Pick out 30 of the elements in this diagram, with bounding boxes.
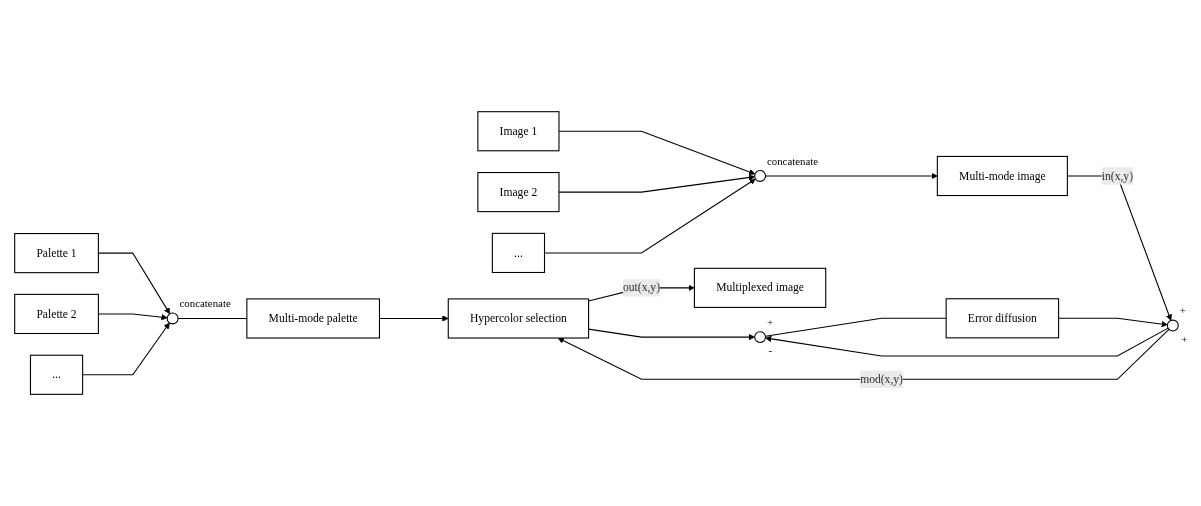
annotation-text: concatenate (179, 297, 231, 310)
node-circle (753, 169, 766, 182)
annotation-text: + (766, 315, 773, 328)
node-box: Hypercolor selection (447, 298, 589, 339)
node-box: Multiplexed image (693, 267, 826, 308)
arrow (557, 328, 1169, 380)
edge-label: mod(x,y) (859, 372, 903, 386)
node-box: Image 2 (476, 171, 560, 213)
node-box: Multi-mode image (936, 155, 1068, 197)
node-box: Palette 1 (13, 233, 99, 274)
edge-label: in(x,y) (1101, 169, 1133, 182)
connector (177, 317, 247, 319)
node-box: Image 1 (476, 111, 560, 152)
node-box: Palette 2 (13, 293, 99, 335)
node-box: Multi-mode palette (245, 298, 380, 339)
arrow (97, 313, 167, 321)
arrow (1066, 175, 1172, 321)
node-box: Error diffusion (945, 298, 1059, 339)
node-circle (166, 312, 179, 325)
annotation-text: concatenate (766, 154, 818, 167)
node-circle (1166, 319, 1179, 332)
arrow (97, 252, 170, 315)
arrow (764, 327, 1169, 357)
annotation-text: - (767, 344, 772, 357)
annotation-text: + (1180, 332, 1187, 345)
edge-label: out(x,y) (622, 281, 660, 294)
node-box: ... (491, 232, 545, 273)
annotation-text: + (1179, 304, 1186, 317)
node-box: ... (29, 354, 83, 395)
node-circle (753, 331, 766, 344)
